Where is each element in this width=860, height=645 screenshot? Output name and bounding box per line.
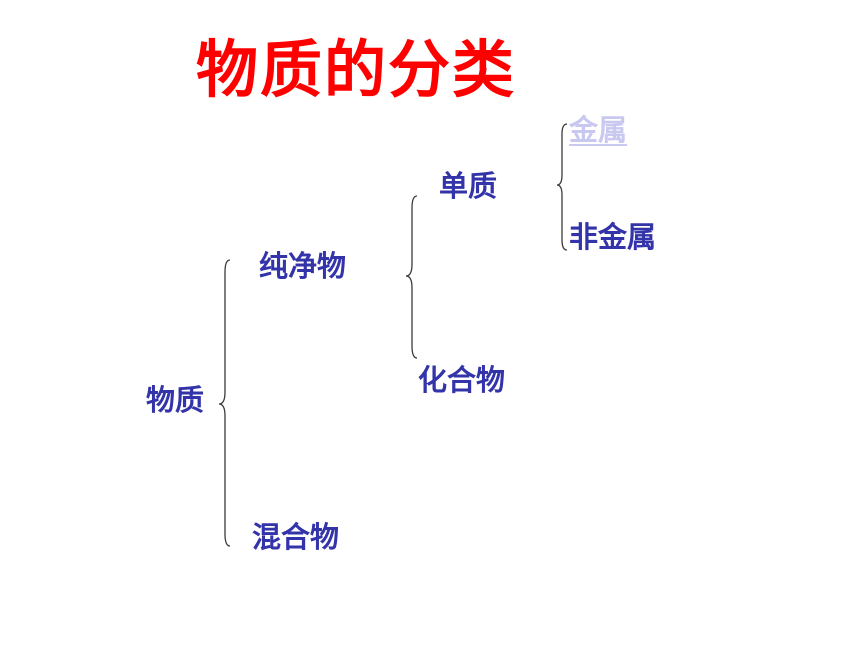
node-pure-substance: 纯净物 <box>259 249 347 283</box>
brace-pure <box>405 195 418 359</box>
node-element: 单质 <box>439 169 498 203</box>
node-mixture: 混合物 <box>252 520 340 554</box>
node-nonmetal: 非金属 <box>569 220 657 254</box>
node-root: 物质 <box>146 383 205 417</box>
page-title: 物质的分类 <box>196 33 517 106</box>
brace-root <box>218 259 231 547</box>
node-compound: 化合物 <box>418 363 506 397</box>
node-metal-link[interactable]: 金属 <box>569 113 628 147</box>
brace-element <box>556 123 568 251</box>
